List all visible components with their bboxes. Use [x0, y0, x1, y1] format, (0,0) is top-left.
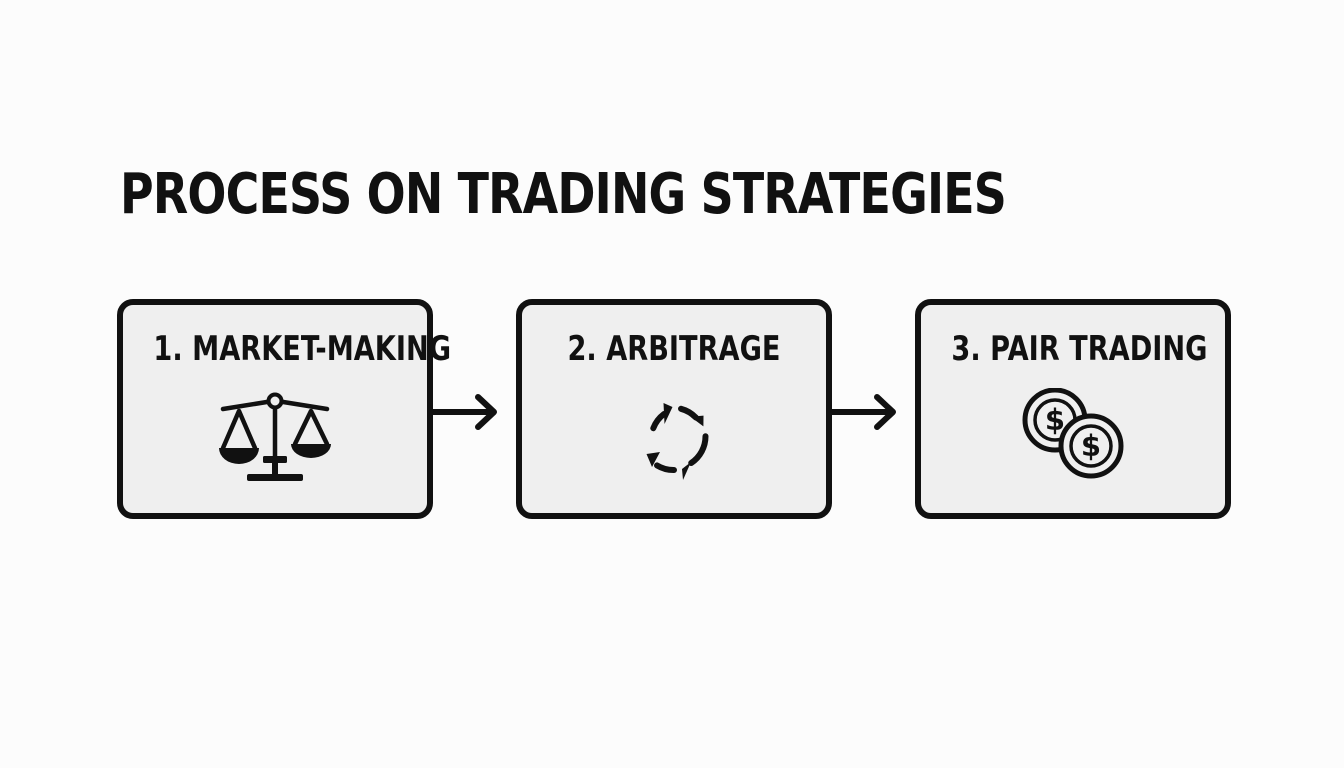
cycle-arrows-icon	[646, 403, 709, 480]
balance-scale-icon	[219, 392, 331, 481]
step-box-pair-trading: 3. PAIR TRADING $ $	[915, 299, 1231, 519]
right-arrow-icon	[428, 394, 497, 430]
step-label-market-making: 1. MARKET-MAKING	[153, 329, 452, 369]
svg-text:$: $	[1081, 429, 1101, 463]
step-box-market-making: 1. MARKET-MAKING	[117, 299, 452, 519]
diagram-title: PROCESS ON TRADING STRATEGIES	[120, 162, 1007, 227]
step-label-pair-trading: 3. PAIR TRADING	[951, 329, 1208, 369]
svg-text:$: $	[1045, 403, 1065, 437]
step-box-arbitrage: 2. ARBITRAGE	[516, 299, 832, 519]
right-arrow-icon	[827, 394, 896, 430]
dollar-coins-icon: $ $	[1022, 388, 1124, 479]
step-label-arbitrage: 2. ARBITRAGE	[567, 329, 781, 369]
